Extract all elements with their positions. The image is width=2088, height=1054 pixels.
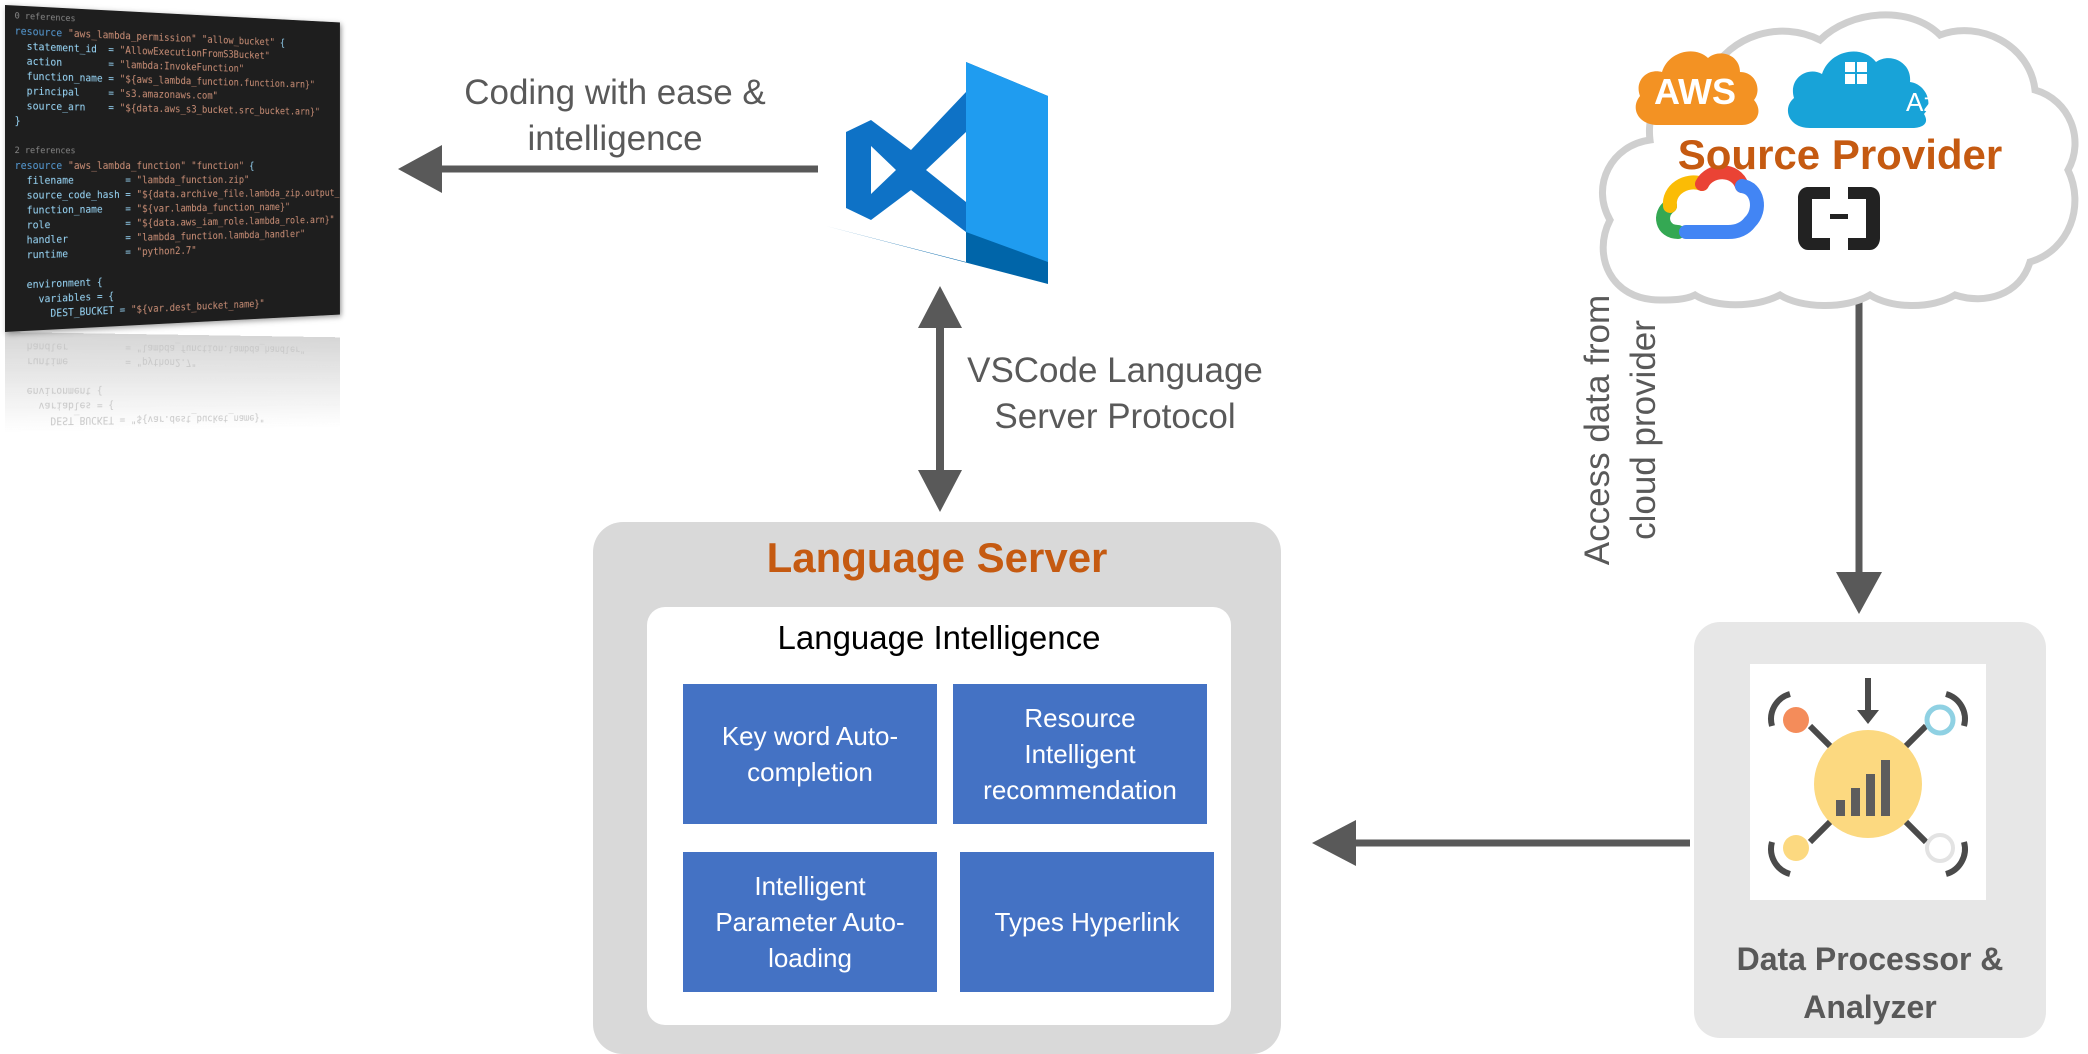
aws-logo-icon — [1635, 51, 1759, 125]
data-processor-line1: Data Processor & — [1736, 941, 2004, 977]
coding-label-line2: intelligence — [527, 119, 703, 158]
lsp-label-line2: Server Protocol — [994, 397, 1236, 436]
language-server-title: Language Server — [766, 534, 1108, 581]
data-processor-line2: Analyzer — [1803, 989, 1937, 1025]
alibaba-cloud-logo-icon — [1798, 187, 1880, 250]
lsp-label-line1: VSCode Language — [967, 351, 1263, 390]
feature-types-hyperlink: Types Hyperlink — [960, 852, 1214, 992]
double-arrow-lsp — [918, 286, 962, 512]
lsp-label: VSCode Language Server Protocol — [960, 348, 1270, 440]
access-label-line2: cloud provider — [1624, 320, 1663, 540]
feature-keyword-autocompletion: Key word Auto- completion — [683, 684, 937, 824]
arrow-processor-to-server — [1312, 820, 1690, 866]
azure-logo-icon — [1787, 51, 1929, 129]
feature-text-line: Parameter Auto- — [715, 907, 905, 937]
azure-label: Azure — [1906, 87, 1974, 117]
feature-text-line: recommendation — [983, 775, 1177, 805]
language-intelligence-title: Language Intelligence — [777, 619, 1101, 656]
access-label-line1: Access data from — [1578, 294, 1617, 566]
analytics-icon — [1768, 678, 1968, 877]
feature-text-line: completion — [747, 757, 873, 787]
cloud-shape — [1598, 11, 2079, 309]
arrow-cloud-to-processor — [1836, 302, 1882, 614]
feature-text-line: Intelligent — [754, 871, 866, 901]
access-data-label: Access data from cloud provider — [1575, 265, 1685, 595]
feature-text-line: Types Hyperlink — [994, 907, 1180, 937]
coding-label: Coding with ease & intelligence — [430, 70, 800, 162]
vscode-logo-icon — [826, 62, 1048, 284]
data-processor-label: Data Processor & Analyzer — [1694, 935, 2046, 1031]
source-provider-title: Source Provider — [1677, 131, 2003, 178]
coding-label-line1: Coding with ease & — [464, 73, 766, 112]
aws-label: AWS — [1653, 71, 1736, 112]
feature-text-line: Resource — [1024, 703, 1136, 733]
feature-parameter-autoloading: Intelligent Parameter Auto- loading — [683, 852, 937, 992]
google-cloud-logo-icon — [1656, 165, 1764, 239]
feature-resource-recommendation: Resource Intelligent recommendation — [953, 684, 1207, 824]
feature-text-line: Intelligent — [1024, 739, 1136, 769]
feature-text-line: Key word Auto- — [721, 721, 899, 751]
feature-text-line: loading — [768, 943, 852, 973]
arrow-to-editor — [398, 145, 818, 193]
